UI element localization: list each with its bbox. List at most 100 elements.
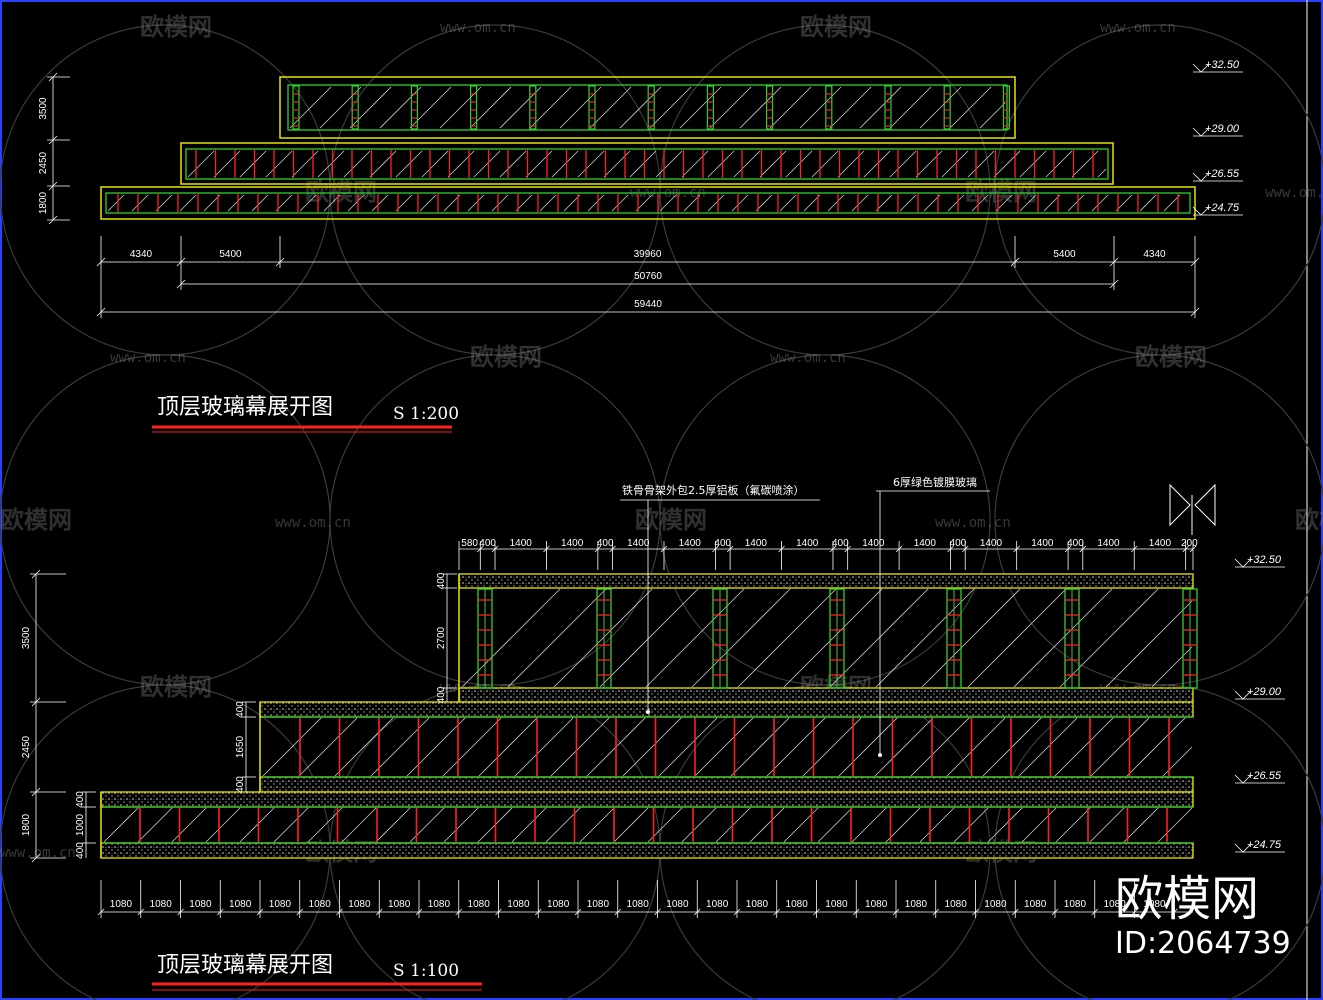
glass-hatch-line	[919, 86, 962, 129]
dim-tick	[1190, 307, 1200, 317]
glass-hatch-line	[319, 86, 362, 129]
glass-hatch-line	[107, 194, 125, 212]
glass-hatch-line	[473, 150, 501, 178]
glass-hatch-line	[941, 150, 969, 178]
glass-hatch-line	[379, 86, 422, 129]
glass-hatch-line	[707, 194, 725, 212]
watermark-url: www.om.cn	[770, 350, 846, 366]
bottom-dim-tick	[455, 908, 463, 916]
watermark-brand: 欧模网	[965, 178, 1037, 206]
top-dim-tick	[1079, 545, 1087, 553]
glass-hatch-line	[802, 717, 862, 777]
upper-mullion	[647, 85, 655, 130]
overall-vdim-tick	[31, 569, 41, 579]
bottom-dim-label: 1080	[587, 899, 610, 910]
bottom-dim-tick	[813, 908, 820, 916]
glass-hatch-line	[1089, 807, 1125, 843]
glass-hatch-line	[395, 194, 413, 212]
glass-hatch-line	[993, 150, 1021, 178]
watermark-circle	[994, 354, 1323, 686]
dim-label-row1: 5400	[1053, 249, 1076, 260]
glass-hatch-line	[629, 150, 657, 178]
glass-hatch-line	[783, 588, 883, 688]
upper-mullion	[884, 85, 892, 130]
dim-tick	[1109, 279, 1119, 289]
glass-hatch-line	[923, 194, 941, 212]
overall-vdim-label: 1800	[21, 813, 32, 836]
top-dim-tick	[609, 545, 616, 553]
glass-hatch-line	[499, 150, 527, 178]
top-dim-label: 1400	[980, 538, 1003, 549]
bottom-dim-label: 1080	[706, 899, 729, 910]
glass-hatch-line	[946, 717, 1006, 777]
glass-hatch-line	[179, 194, 197, 212]
glass-hatch-line	[447, 150, 475, 178]
top-dim-tick	[1064, 545, 1072, 553]
glass-hatch-line	[515, 194, 533, 212]
glass-hatch-line	[910, 717, 970, 777]
glass-hatch-line	[737, 588, 837, 688]
upper-mullion	[706, 85, 715, 130]
glass-hatch-line	[478, 717, 538, 777]
glass-hatch-line	[875, 194, 893, 212]
note-right-dot	[878, 753, 882, 757]
glass-hatch-line	[507, 588, 607, 688]
bottom-dim-tick	[495, 908, 502, 916]
glass-hatch-line	[323, 194, 341, 212]
bottom-dim-tick	[177, 908, 184, 916]
top-dim-label: 1400	[1031, 538, 1054, 549]
glass-hatch-line	[1071, 150, 1099, 178]
glass-hatch-line	[679, 86, 722, 129]
glass-hatch-line	[622, 717, 682, 777]
glass-hatch-line	[1115, 194, 1133, 212]
glass-hatch-line	[739, 86, 782, 129]
glass-hatch-line	[550, 717, 610, 777]
top-tier-upper	[279, 76, 1016, 139]
bottom-dim-tick	[1170, 908, 1178, 916]
bottom-dim-tick	[574, 908, 582, 916]
glass-hatch-line	[694, 717, 754, 777]
bottom-dim-tick	[1011, 908, 1019, 916]
brand-stamp-id: ID:2064739	[1115, 926, 1291, 961]
overall-vdim-tick	[31, 787, 41, 797]
glass-hatch-line	[299, 194, 317, 212]
bottom-dim-tick	[97, 908, 105, 916]
bottom-dim-tick	[932, 908, 940, 916]
tier-dim-label: 400	[235, 701, 246, 718]
glass-hatch-line	[755, 194, 773, 212]
watermark-circle	[329, 24, 661, 356]
tier-dim-label: 400	[436, 686, 447, 703]
upper-mullion	[292, 85, 300, 130]
bottom-dim-label: 1080	[269, 899, 292, 910]
glass-hatch-line	[681, 150, 709, 178]
watermark-brand: 欧模网	[0, 506, 72, 534]
glass-hatch-line	[421, 150, 449, 178]
glass-hatch-line	[967, 150, 995, 178]
dim-tick	[176, 279, 186, 289]
bottom-dim-label: 1080	[189, 899, 212, 910]
glass-hatch-line	[979, 102, 1006, 129]
note-green-glass: 6厚绿色镀膜玻璃	[893, 475, 977, 489]
glass-hatch-line	[371, 194, 389, 212]
upper-bottom-band	[458, 687, 1194, 703]
top-dim-tick	[1182, 545, 1189, 553]
top-dim-label: 1400	[862, 538, 885, 549]
level-triangle	[1234, 774, 1252, 784]
glass-hatch-line	[811, 150, 839, 178]
bottom-dim-tick	[1091, 908, 1099, 916]
tier-dim-label: 400	[75, 842, 86, 859]
glass-hatch-line	[499, 86, 542, 129]
glass-hatch-line	[603, 150, 631, 178]
vdim-tick	[48, 72, 58, 82]
watermark-url: www.om.cn	[1265, 185, 1323, 201]
glass-hatch-line	[525, 150, 553, 178]
bottom-view-title: 顶层玻璃幕展开图	[157, 953, 333, 978]
dim-tick	[96, 257, 106, 267]
glass-hatch-line	[599, 588, 699, 688]
glass-hatch-line	[1059, 588, 1159, 688]
upper-mullion	[351, 85, 359, 130]
glass-hatch-line	[1091, 194, 1109, 212]
glass-hatch-line	[829, 86, 872, 129]
glass-hatch-line	[691, 588, 791, 688]
